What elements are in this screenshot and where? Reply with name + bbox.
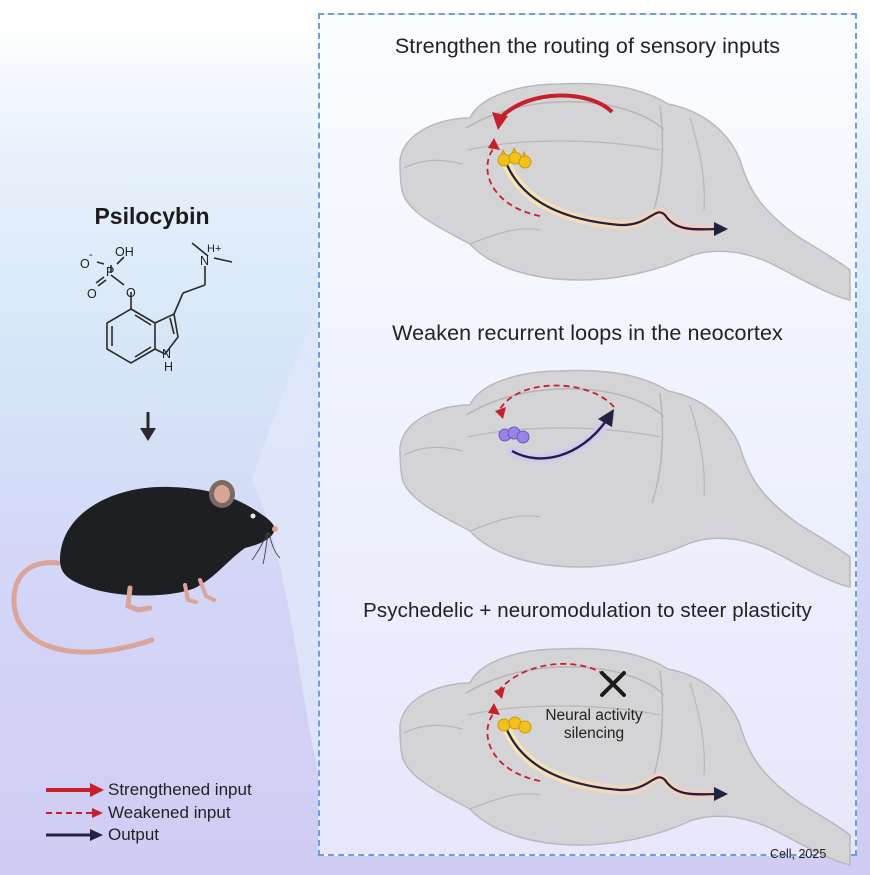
panel-2-title: Weaken recurrent loops in the neocortex xyxy=(392,321,783,345)
silencing-label-line1: Neural activity xyxy=(545,707,643,724)
legend-dashed-red-arrow-icon xyxy=(46,808,103,818)
legend-dark-arrow-icon xyxy=(46,829,103,841)
citation: Cell, 2025 xyxy=(770,847,827,861)
chem-o-double: O xyxy=(87,287,97,301)
legend-label: Weakened input xyxy=(108,803,231,822)
chem-oh: OH xyxy=(115,245,134,259)
panel-3-title: Psychedelic + neuromodulation to steer p… xyxy=(363,599,812,622)
chem-nh-h: H xyxy=(164,360,173,374)
legend-label: Output xyxy=(108,825,160,844)
brain-panel-3 xyxy=(399,647,851,866)
chem-n-plus: N xyxy=(200,254,209,268)
chem-nh-n: N xyxy=(162,347,171,361)
chem-minus: - xyxy=(89,249,93,261)
brain-panel-1 xyxy=(399,82,851,301)
panel-1-title: Strengthen the routing of sensory inputs xyxy=(394,34,781,58)
chem-o-ester: O xyxy=(126,286,136,300)
silencing-x-icon xyxy=(600,671,626,697)
drug-name: Psilocybin xyxy=(94,203,210,229)
legend-label: Strengthened input xyxy=(108,780,252,799)
chem-p: P xyxy=(106,265,114,279)
chem-h-plus: H+ xyxy=(207,243,221,255)
silencing-label-line2: silencing xyxy=(563,725,625,742)
chem-o-minus: O xyxy=(80,257,90,271)
brain-panel-2 xyxy=(399,369,851,588)
legend-solid-red-arrow-icon xyxy=(46,783,104,797)
silencing-label: Neural activity silencing xyxy=(540,707,648,743)
